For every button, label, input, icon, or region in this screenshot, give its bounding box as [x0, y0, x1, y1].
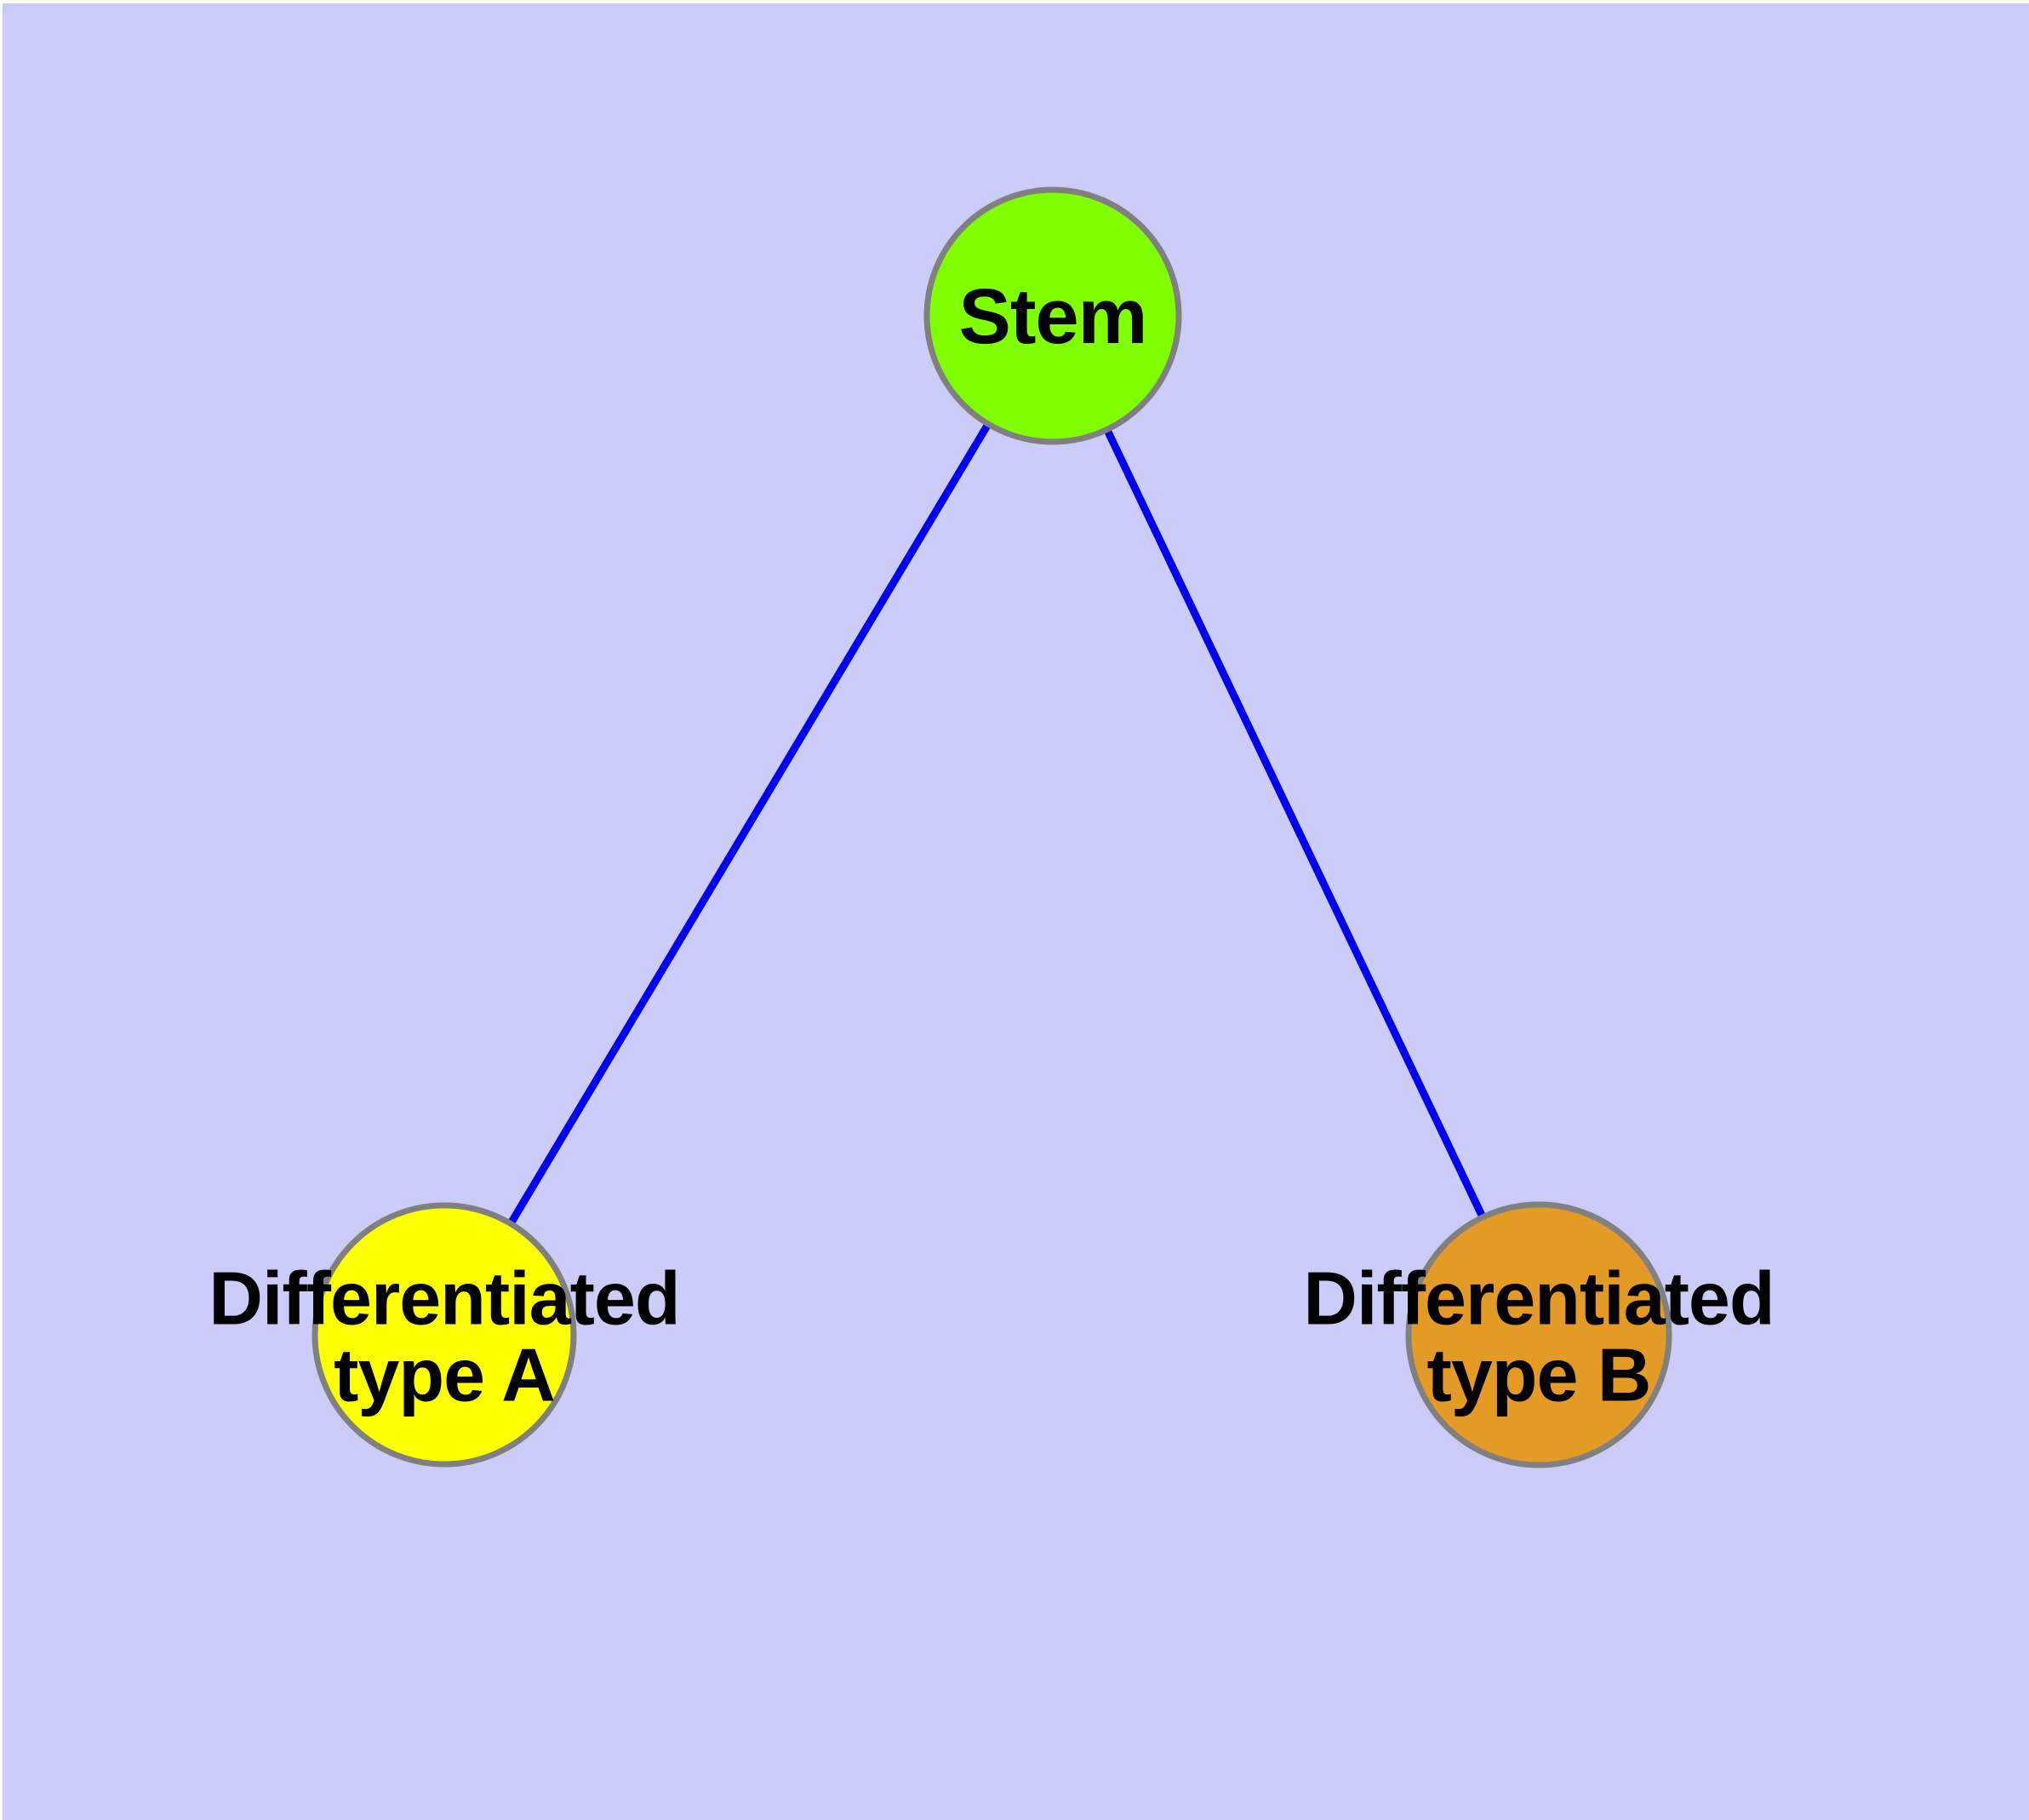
edge-layer	[507, 421, 1487, 1226]
node-differentiated-b-circle[interactable]	[1405, 1201, 1672, 1468]
node-stem-circle[interactable]	[923, 186, 1182, 445]
edge-stem-to-differentiated-b	[1103, 427, 1487, 1219]
node-differentiated-a-circle[interactable]	[311, 1202, 577, 1468]
edge-stem-to-differentiated-a	[507, 421, 992, 1226]
node-layer	[311, 186, 1672, 1468]
